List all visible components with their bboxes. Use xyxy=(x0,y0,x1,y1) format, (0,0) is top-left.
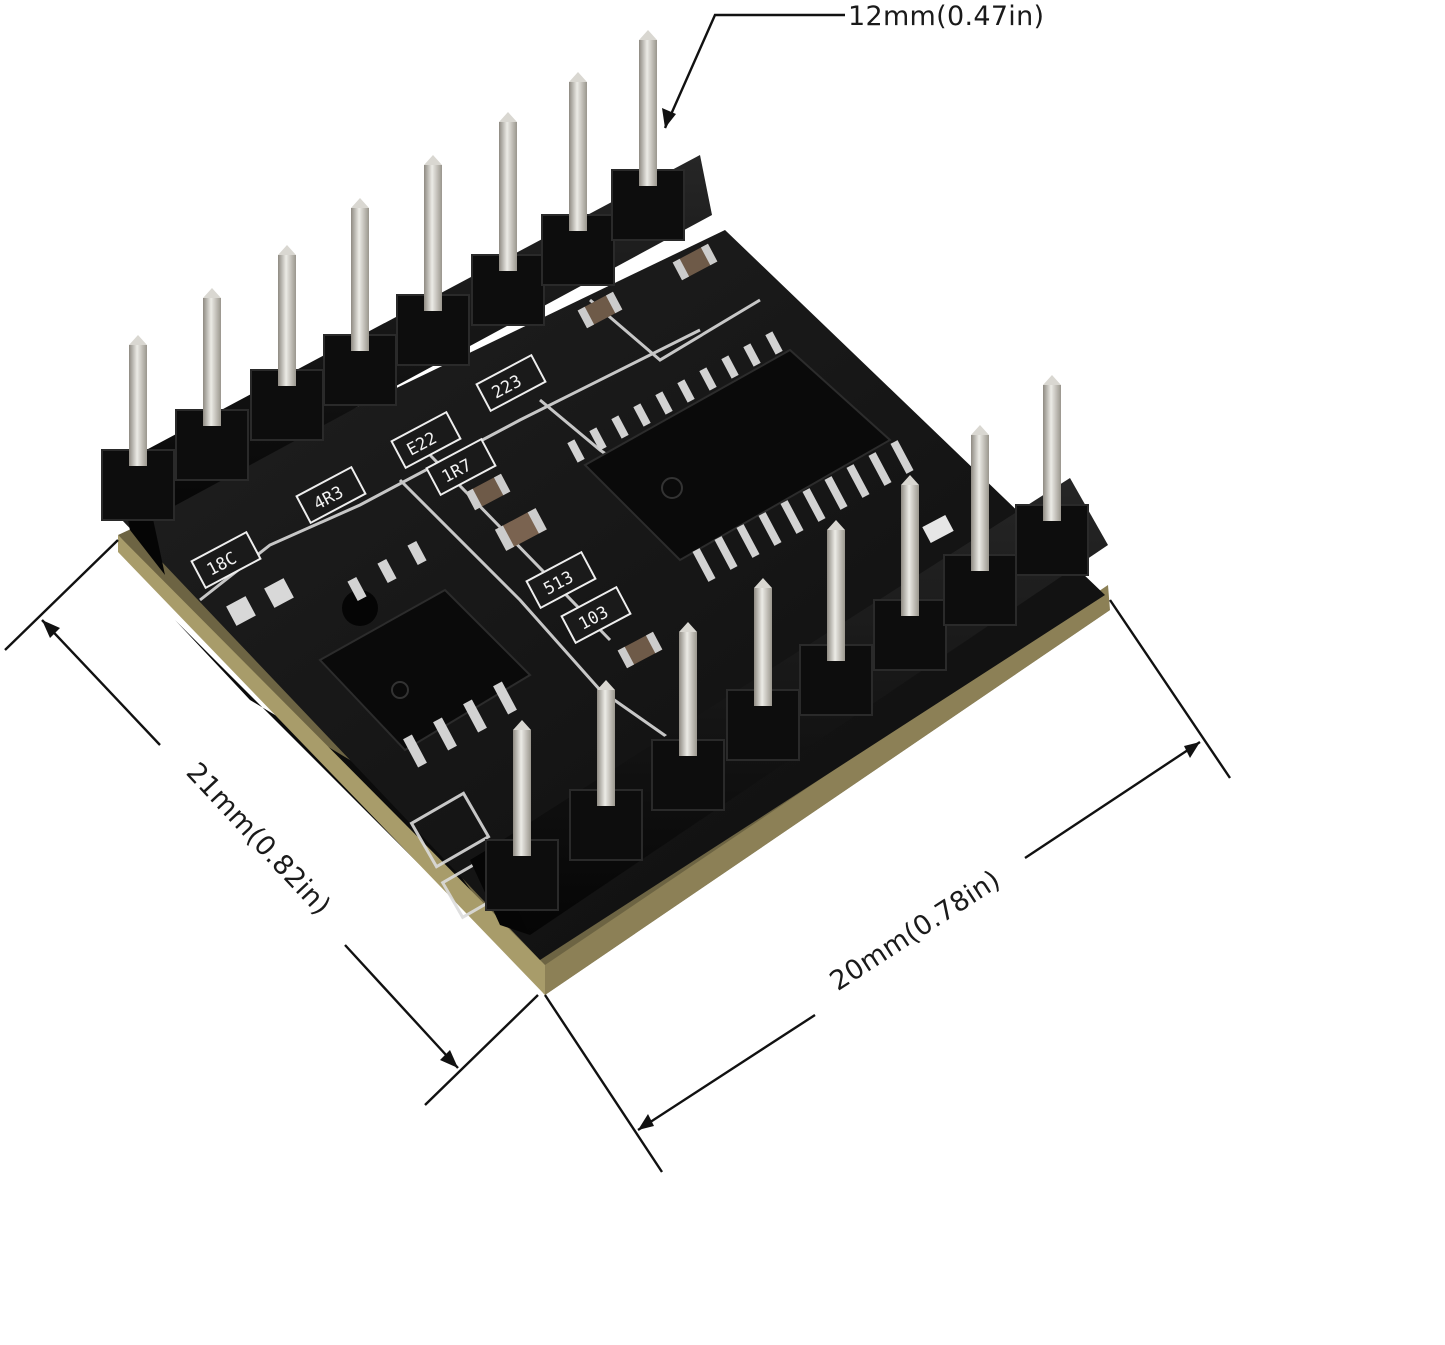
header-pin-icon xyxy=(471,112,545,326)
header-pin-icon xyxy=(396,155,470,366)
header-pin-icon xyxy=(541,72,615,286)
dimension-width-label: 20mm(0.78in) xyxy=(825,864,1007,997)
header-pin-icon xyxy=(943,425,1017,626)
header-pin-icon xyxy=(569,680,643,861)
header-pin-icon xyxy=(1015,375,1089,576)
header-pin-icon xyxy=(611,30,685,241)
ic-chip-icon xyxy=(567,331,914,582)
dimension-height-label: 12mm(0.47in) xyxy=(848,1,1044,32)
ic-top-leads xyxy=(567,331,783,463)
dimension-height: 12mm(0.47in) xyxy=(662,1,1044,129)
ic-chip-icon-small xyxy=(318,540,532,768)
header-pin-icon xyxy=(726,578,800,761)
header-pin-icon xyxy=(175,288,249,481)
header-pin-icon xyxy=(873,475,947,671)
header-pin-icon xyxy=(101,335,175,521)
header-pin-icon xyxy=(323,198,397,406)
ic-bottom-leads xyxy=(692,440,914,582)
header-pins xyxy=(101,30,1089,911)
header-pin-icon xyxy=(485,720,559,911)
header-pin-icon xyxy=(799,520,873,716)
smd-components xyxy=(226,243,954,669)
dimension-length-label: 21mm(0.82in) xyxy=(180,757,337,922)
header-pin-icon xyxy=(651,622,725,811)
header-pin-icon xyxy=(250,245,324,441)
